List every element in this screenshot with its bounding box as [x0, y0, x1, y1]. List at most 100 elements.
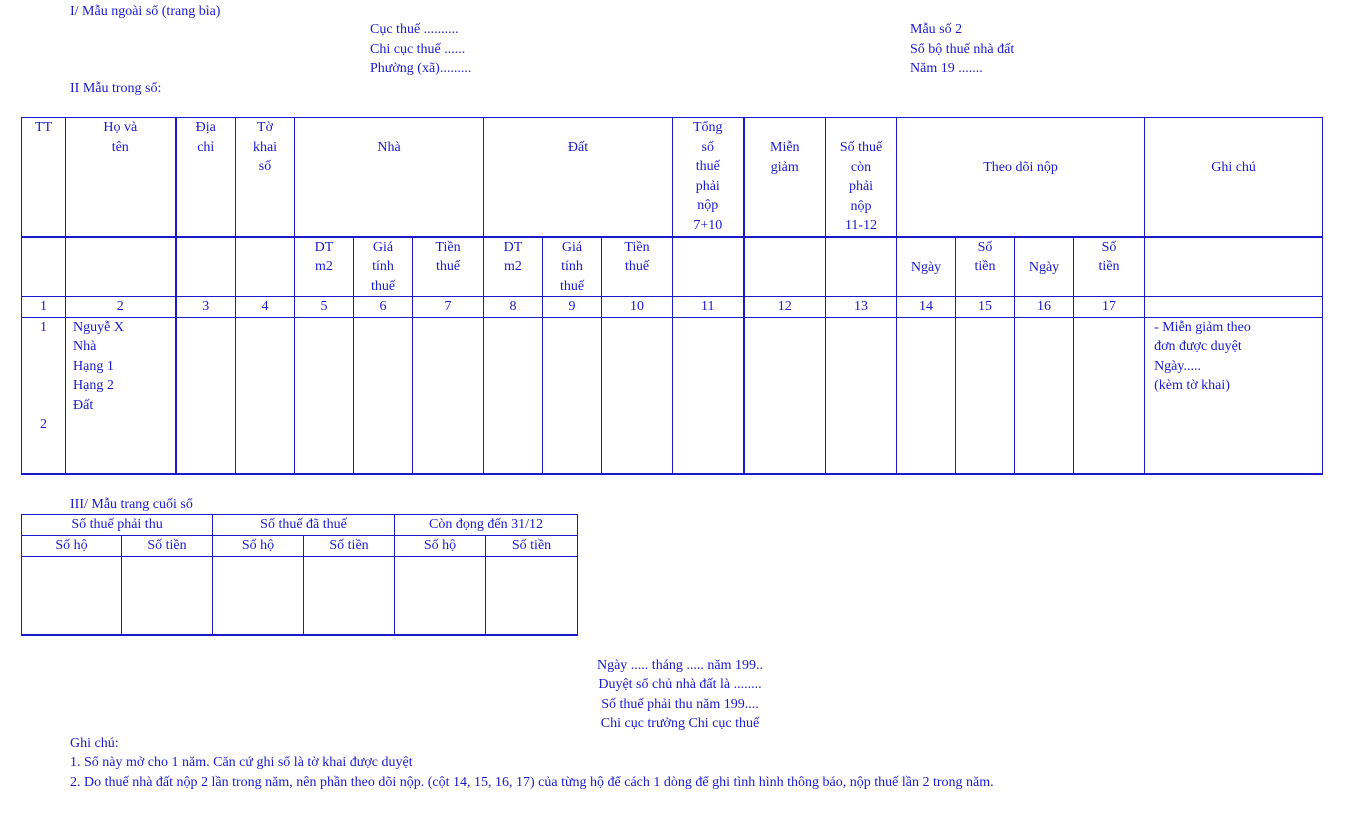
header-tt: TT	[21, 117, 66, 237]
row-cell	[542, 316, 602, 475]
sub-nha-gia: Giá tính thuế	[353, 235, 413, 297]
summary-cell	[120, 555, 214, 636]
note-1: 1. Sổ này mở cho 1 năm. Căn cứ ghi sổ là…	[70, 755, 413, 770]
chi-cuc-thue-label: Chi cục thuế ......	[370, 42, 466, 57]
header-ghi-chu: Ghi chú	[1144, 117, 1324, 237]
col-number: 17	[1073, 296, 1146, 318]
sub-empty	[235, 235, 295, 297]
cuc-thue-label: Cục thuế ..........	[370, 22, 459, 37]
col-number: 1	[21, 296, 66, 318]
row-cell	[294, 316, 354, 475]
year-label: Năm 19 .......	[910, 61, 983, 76]
row-cell	[955, 316, 1016, 475]
header-ho-ten: Họ và tên	[65, 117, 176, 237]
table-row: 1 2 Nguyễ X Nhà Hạng 1 Hạng 2 Đất - Miễn…	[21, 316, 1324, 475]
row-cell	[235, 316, 295, 475]
notes-title: Ghi chú:	[70, 736, 119, 751]
form-number: Mẫu số 2	[910, 22, 963, 37]
sub-nha-dt: DT m2	[294, 235, 354, 297]
sub-empty	[21, 235, 66, 297]
row-cell	[825, 316, 898, 475]
header-mien-giam: Miễn giảm	[742, 117, 827, 237]
sub-empty	[65, 235, 176, 297]
col-number: 6	[353, 296, 413, 318]
signature-date: Ngày ..... tháng ..... năm 199..	[596, 658, 764, 673]
sub-dat-gia: Giá tính thuế	[542, 235, 602, 297]
summary-cell	[21, 555, 122, 636]
summary-sub-so-tien: Số tiền	[120, 535, 214, 557]
row-cell	[600, 316, 674, 475]
sub-ngay-2: Ngày	[1014, 235, 1075, 297]
header-so-thue-con: Số thuế còn phải nộp 11-12	[825, 117, 898, 237]
summary-cell	[485, 555, 579, 636]
sub-so-tien-2: Số tiền	[1073, 235, 1146, 297]
col-number: 10	[600, 296, 674, 318]
col-number: 3	[174, 296, 236, 318]
header-to-khai: Tờ khai số	[235, 117, 295, 237]
ledger-title: Sổ bộ thuế nhà đất	[910, 42, 1015, 57]
row-cell	[174, 316, 236, 475]
row-cell	[742, 316, 827, 475]
section-2-title: II Mẫu trong sổ:	[70, 81, 162, 96]
summary-sub-so-ho: Số hộ	[394, 535, 487, 557]
main-ledger-table: TT Họ và tên Địa chỉ Tờ khai số Nhà Đất …	[21, 117, 1324, 475]
sub-ngay-1: Ngày	[896, 235, 957, 297]
section-1-title: I/ Mẫu ngoài sổ (trang bìa)	[70, 4, 221, 19]
header-theo-doi-nop: Theo dõi nộp	[896, 117, 1146, 237]
signature-title: Chi cục trưởng Chi cục thuế	[600, 716, 760, 731]
col-number: 12	[742, 296, 827, 318]
sub-empty	[742, 235, 827, 297]
summary-header-con-dong: Còn đọng đến 31/12	[394, 514, 579, 536]
row-cell	[353, 316, 413, 475]
row-cell	[483, 316, 543, 475]
row-ho-ten: Nguyễ X Nhà Hạng 1 Hạng 2 Đất	[65, 316, 176, 475]
sub-so-tien-1: Số tiền	[955, 235, 1016, 297]
col-number: 9	[542, 296, 602, 318]
sub-empty	[1144, 235, 1324, 297]
summary-header-da-thue: Số thuế đã thuế	[212, 514, 396, 536]
section-3-title: III/ Mẫu trang cuối sổ	[70, 497, 193, 512]
sub-empty	[174, 235, 236, 297]
summary-header-phai-thu: Số thuế phải thu	[20, 514, 214, 536]
summary-cell	[303, 555, 396, 636]
sub-empty	[672, 235, 745, 297]
row-cell	[896, 316, 957, 475]
col-number: 7	[412, 296, 484, 318]
header-dat: Đất	[482, 117, 674, 237]
header-nha: Nhà	[294, 117, 484, 237]
phuong-xa-label: Phường (xã).........	[370, 61, 472, 76]
col-number: 8	[483, 296, 543, 318]
col-number: 13	[825, 296, 898, 318]
col-number-empty	[1144, 296, 1324, 318]
row-ghi-chu: - Miễn giảm theo đơn được duyệt Ngày....…	[1144, 316, 1324, 475]
sub-nha-tien: Tiền thuế	[412, 235, 484, 297]
sub-dat-dt: DT m2	[483, 235, 543, 297]
sub-dat-tien: Tiền thuế	[600, 235, 674, 297]
column-number-row: 1 2 3 4 5 6 7 8 9 10 11 12 13 14 15 16 1…	[21, 296, 1324, 318]
summary-cell	[394, 555, 487, 636]
summary-cell	[212, 555, 305, 636]
summary-sub-so-tien: Số tiền	[303, 535, 396, 557]
col-number: 5	[294, 296, 354, 318]
sub-empty	[825, 235, 898, 297]
col-number: 11	[672, 296, 745, 318]
row-tt: 1 2	[21, 316, 66, 475]
col-number: 14	[896, 296, 957, 318]
row-cell	[1014, 316, 1075, 475]
col-number: 4	[235, 296, 295, 318]
note-2: 2. Do thuế nhà đất nộp 2 lần trong năm, …	[70, 775, 994, 790]
header-tong-so-thue: Tổng số thuế phải nộp 7+10	[672, 117, 745, 237]
summary-table: Số thuế phải thu Số thuế đã thuế Còn đọn…	[20, 514, 579, 636]
summary-sub-so-ho: Số hộ	[212, 535, 305, 557]
signature-tax-amount: Số thuế phải thu năm 199....	[601, 697, 759, 712]
summary-sub-so-ho: Số hộ	[21, 535, 122, 557]
col-number: 16	[1014, 296, 1075, 318]
col-number: 15	[955, 296, 1016, 318]
summary-sub-so-tien: Số tiền	[485, 535, 579, 557]
header-dia-chi: Địa chỉ	[174, 117, 236, 237]
table-row	[21, 555, 579, 636]
row-cell	[1073, 316, 1146, 475]
row-cell	[672, 316, 745, 475]
col-number: 2	[65, 296, 176, 318]
row-cell	[412, 316, 484, 475]
